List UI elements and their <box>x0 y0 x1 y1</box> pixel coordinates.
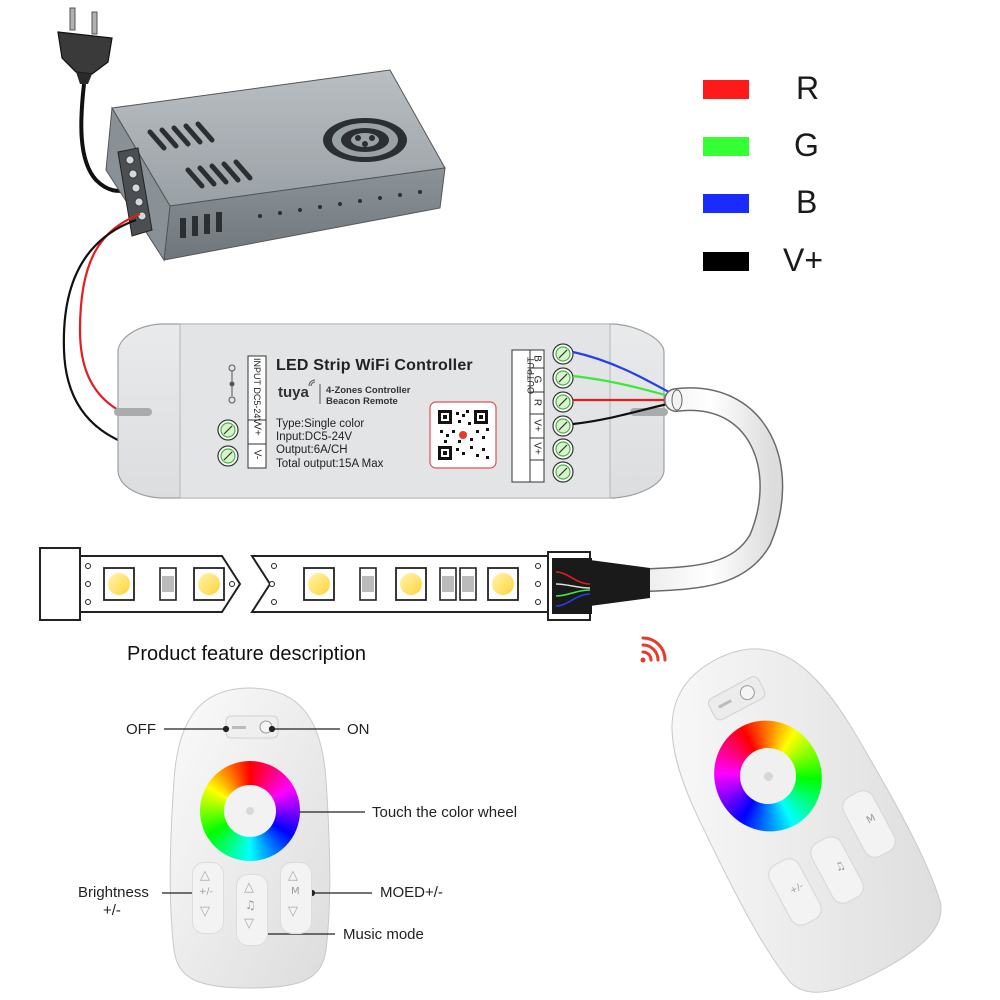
callout-brightness-1: Brightness <box>78 884 149 901</box>
callout-music: Music mode <box>343 926 424 943</box>
mode-button[interactable] <box>280 862 312 934</box>
power-supply-icon <box>105 69 446 262</box>
input-terminal-vplus: V+ <box>251 423 263 436</box>
input-block-label: INPUT DC5-24V <box>252 358 262 425</box>
power-plug-icon <box>57 7 113 84</box>
music-down-icon: ▽ <box>244 916 254 931</box>
music-button[interactable] <box>236 874 268 946</box>
controller-subtitle-1: 4-Zones Controller <box>326 385 411 396</box>
output-terminal-vplus-1: V+ <box>531 419 543 432</box>
wifi-signal-icon <box>640 636 667 663</box>
color-wheel-front-dot <box>246 807 254 815</box>
mode-down-icon: ▽ <box>288 904 298 919</box>
output-terminal-b: B <box>531 355 543 362</box>
brightness-label: +/- <box>199 887 213 897</box>
controller-total: Total output:15A Max <box>276 458 384 470</box>
controller-subtitle-2: Beacon Remote <box>326 396 398 407</box>
brightness-up-icon: △ <box>200 868 210 883</box>
qr-code-icon <box>429 401 497 469</box>
legend-swatch-r <box>703 80 749 99</box>
legend-swatch-vplus <box>703 252 749 271</box>
led-strip <box>39 547 650 621</box>
callout-moed: MOED+/- <box>380 884 443 901</box>
output-terminal-vplus-2: V+ <box>531 442 543 455</box>
color-wheel-perspective-dot <box>764 772 773 781</box>
controller-output: Output:6A/CH <box>276 444 348 456</box>
legend-label-g: G <box>794 127 819 163</box>
legend-label-vplus: V+ <box>783 242 824 278</box>
controller-input: Input:DC5-24V <box>276 431 353 443</box>
brightness-button[interactable] <box>192 862 224 934</box>
mode-up-icon: △ <box>288 868 298 883</box>
callout-color-wheel: Touch the color wheel <box>372 804 518 821</box>
callout-off: OFF <box>126 721 156 738</box>
music-note-icon: ♫ <box>245 898 256 912</box>
tuya-logo: tuya <box>278 384 309 401</box>
music-up-icon: △ <box>244 880 254 895</box>
controller-title: LED Strip WiFi Controller <box>276 357 473 374</box>
callout-brightness-2: +/- <box>103 902 121 919</box>
input-terminal-vminus: V- <box>251 449 263 460</box>
output-terminal-r: R <box>531 398 543 407</box>
output-terminal-g: G <box>531 375 543 384</box>
legend-label-r: R <box>796 70 820 106</box>
mode-label: M <box>291 886 300 897</box>
legend-label-b: B <box>796 184 818 220</box>
brightness-down-icon: ▽ <box>200 904 210 919</box>
section-title: Product feature description <box>127 643 367 665</box>
callout-on: ON <box>347 721 370 738</box>
legend-swatch-g <box>703 137 749 156</box>
legend-swatch-b <box>703 194 749 213</box>
controller-type: Type:Single color <box>276 418 365 430</box>
fan-grille-icon <box>323 118 407 162</box>
controller-box <box>114 323 668 499</box>
